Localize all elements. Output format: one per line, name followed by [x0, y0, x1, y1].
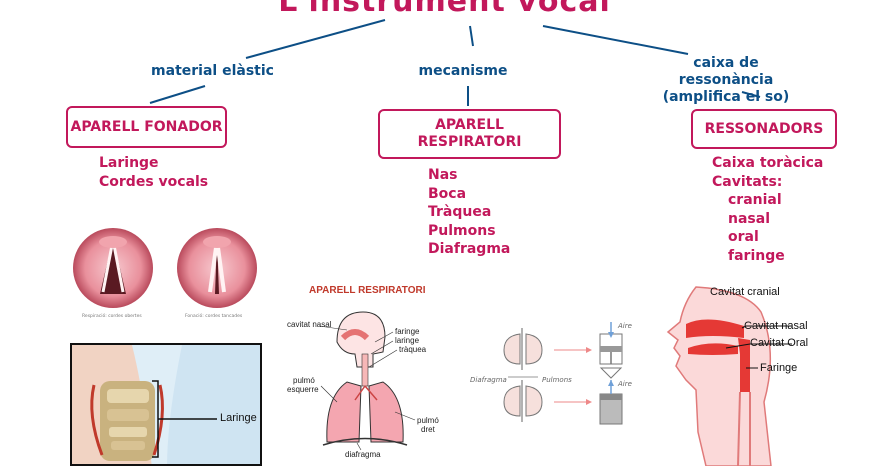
- list-item: cranial: [728, 192, 782, 208]
- list-respiratori: Nas Boca Tràquea Pulmons Diafragma: [428, 166, 510, 259]
- bellows-label-diafragma: Diafragma: [470, 376, 507, 384]
- box-ressonadors: RESSONADORS: [691, 109, 837, 149]
- list-item: Laringe: [99, 155, 159, 171]
- bellows-image: Diafragma Pulmons Aire Aire: [468, 320, 643, 430]
- box-aparell-fonador: APARELL FONADOR: [66, 106, 227, 148]
- head-cavities-illustration: [666, 286, 792, 466]
- respiratory-label-pulmo-esq-1: pulmó: [293, 376, 315, 385]
- larynx-image: Laringe: [70, 343, 262, 466]
- respiratory-label-pulmo-esq-2: esquerre: [287, 385, 319, 394]
- head-label-faringe: Faringe: [760, 362, 798, 374]
- list-item: oral: [728, 229, 759, 245]
- respiratory-label-diafragma: diafragma: [345, 450, 381, 459]
- box-aparell-respiratori-line2: RESPIRATORI: [417, 134, 522, 150]
- connector-label-left: material elàstic: [151, 63, 274, 79]
- list-fonador: Laringe Cordes vocals: [99, 154, 208, 191]
- respiratory-label-laringe: laringe: [395, 336, 420, 345]
- list-item: Caixa toràcica: [712, 155, 824, 171]
- respiratory-image: APARELL RESPIRATORI cavitat nasal faring…: [285, 282, 460, 466]
- bellows-illustration: [503, 322, 623, 425]
- head-label-nasal: Cavitat nasal: [744, 320, 808, 332]
- vocal-cords-caption-closed: Fonació: cordes tancades: [185, 314, 243, 319]
- head-cavities-image: Cavitat cranial Cavitat nasal Cavitat Or…: [666, 282, 889, 466]
- respiratory-label-faringe: faringe: [395, 327, 420, 336]
- box-ressonadors-label: RESSONADORS: [704, 120, 824, 137]
- list-item: Nas: [428, 167, 458, 183]
- list-item: Pulmons: [428, 222, 496, 239]
- respiratory-illustration: [318, 311, 416, 451]
- bellows-label-pulmons: Pulmons: [542, 376, 572, 384]
- vocal-cords-caption-open: Respiració: cordes obertes: [82, 314, 142, 319]
- respiratory-label-pulmo-dret-2: dret: [421, 425, 435, 434]
- box-aparell-fonador-label: APARELL FONADOR: [70, 118, 223, 135]
- list-item: faringe: [728, 247, 785, 264]
- respiratory-label-pulmo-dret-1: pulmó: [417, 416, 439, 425]
- respiratory-label-nasal: cavitat nasal: [287, 320, 332, 329]
- connector-label-right-line1: caixa de ressonància: [678, 55, 774, 88]
- list-item: Boca: [428, 185, 467, 202]
- list-item: Diafragma: [428, 241, 511, 257]
- bellows-label-aire-top: Aire: [618, 322, 632, 330]
- diagram-title: L'instrument vocal: [278, 0, 611, 19]
- list-ressonadors: Caixa toràcica Cavitats: cranial nasal o…: [712, 154, 823, 265]
- connector-label-center: mecanisme: [418, 63, 508, 79]
- larynx-label: Laringe: [220, 412, 257, 424]
- head-label-cranial: Cavitat cranial: [710, 286, 780, 298]
- list-item: Cordes vocals: [99, 173, 209, 190]
- bellows-label-aire-bottom: Aire: [618, 380, 632, 388]
- list-item: Cavitats:: [712, 173, 783, 190]
- larynx-illustration: [72, 345, 260, 464]
- box-aparell-respiratori: APARELL RESPIRATORI: [378, 109, 561, 159]
- vocal-cords-illustration: [73, 228, 257, 308]
- list-item: Tràquea: [428, 204, 492, 220]
- box-aparell-respiratori-line1: APARELL: [435, 117, 504, 133]
- respiratory-label-traquea: tràquea: [399, 345, 427, 354]
- list-item: nasal: [728, 210, 770, 227]
- connector-label-right: caixa de ressonància (amplifica el so): [646, 55, 806, 106]
- vocal-cords-image: Respiració: cordes obertes Fonació: cord…: [70, 222, 260, 322]
- connector-label-right-line2: (amplifica el so): [662, 89, 790, 105]
- head-label-oral: Cavitat Oral: [750, 337, 809, 349]
- respiratory-title: APARELL RESPIRATORI: [309, 285, 426, 296]
